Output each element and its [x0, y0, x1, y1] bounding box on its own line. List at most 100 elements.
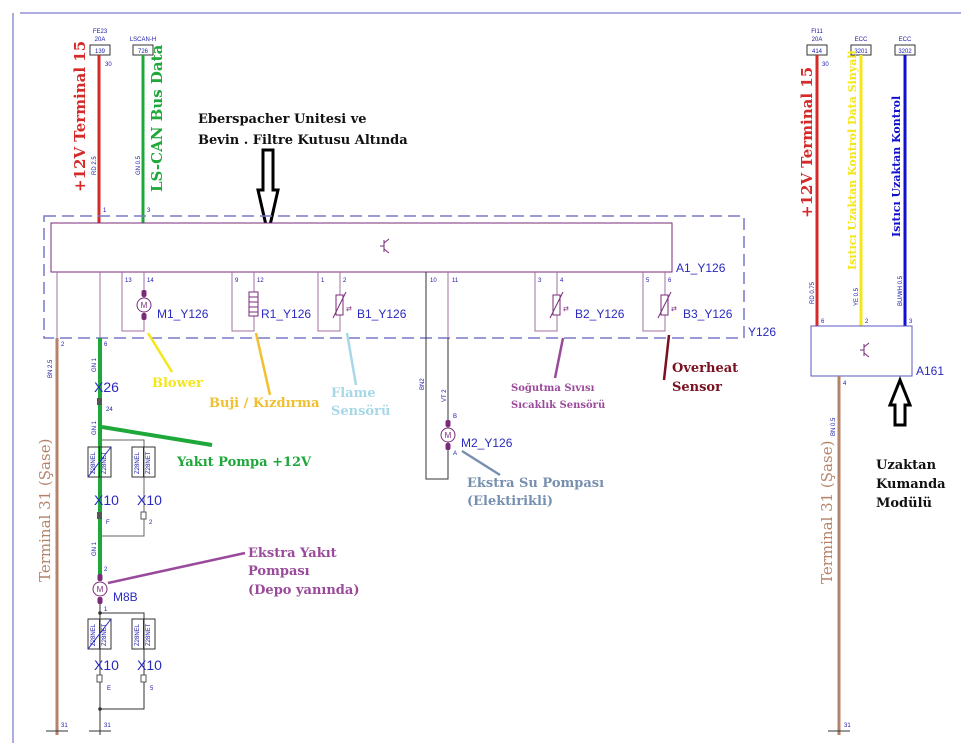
label-extra-fuel-2: Pompası — [248, 564, 310, 579]
component-r1-glowplug: 9 12 R1_Y126 — [231, 272, 311, 332]
pin-label: 6 — [104, 342, 108, 348]
fuse-number: 3202 — [898, 49, 912, 55]
label-buji: Buji / Kızdırma — [209, 396, 320, 411]
wire-code: BN 2.5 — [48, 359, 54, 378]
leader-buji — [254, 332, 272, 396]
fuse-number: 726 — [138, 49, 149, 55]
pin-label: 1 — [321, 278, 325, 284]
wire-code: GN 1 — [92, 541, 98, 556]
label-overheat-1: Overheat — [672, 361, 738, 376]
pin-label: F — [106, 520, 110, 526]
transistor-icon — [380, 238, 390, 254]
wire-code-green: GN 0.5 — [136, 155, 142, 175]
pin-label: E — [107, 686, 111, 692]
wire-code: BN2 — [420, 378, 426, 390]
label-blower: Blower — [152, 376, 203, 391]
label-remote-data-signal: Isıtıcı Uzaktan Kontrol Data Sinyali — [846, 50, 859, 270]
wire-code: YE 0.5 — [854, 287, 860, 306]
label-12v-terminal15-right: +12V Terminal 15 — [798, 67, 816, 218]
connector-x10: X10 — [137, 492, 162, 508]
component-id: R1_Y126 — [261, 307, 311, 321]
label-coolant-2: Sıcaklık Sensörü — [511, 400, 605, 411]
leader-overheat — [662, 334, 671, 381]
group-label-y126: Y126 — [748, 325, 776, 339]
label-remote-control: Isıtıcı Uzaktan Kontrol — [890, 96, 903, 237]
connector-x10: X10 — [94, 657, 119, 673]
svg-text:M: M — [141, 301, 148, 310]
fuse-name: ECC — [855, 37, 868, 43]
connector-x10-lower: Z28NEL Z28NET Z28NEL Z28NET X10 X10 E 5 … — [87, 604, 162, 735]
fuse-name: ECC — [899, 37, 912, 43]
connector-code: Z28NEL — [135, 451, 141, 474]
pin-label: 2 — [104, 567, 108, 573]
label-coolant-1: Soğutma Sıvısı — [511, 383, 595, 394]
connector-code: Z28NEL — [91, 451, 97, 474]
label-remote-1: Uzaktan — [876, 458, 937, 473]
component-b1-flame-sensor: 1 2 ⇄ B1_Y126 — [317, 272, 407, 332]
wire-code: RD 0.75 — [810, 281, 816, 304]
resistor-icon — [248, 291, 259, 317]
label-water-pump-2: (Elektirikli) — [467, 494, 553, 509]
transistor-icon — [860, 342, 870, 358]
fuse-name: FI11 — [811, 29, 823, 35]
label-extra-fuel-1: Ekstra Yakıt — [248, 546, 337, 561]
label-remote-3: Modülü — [876, 496, 932, 511]
fuse-number: 414 — [812, 49, 823, 55]
connector-code: Z28NEL — [91, 623, 97, 646]
pin-label: 12 — [257, 278, 264, 284]
module-a161 — [810, 325, 913, 377]
svg-text:M: M — [445, 431, 452, 440]
component-m1-blower: 13 14 M M1_Y126 — [121, 272, 209, 332]
connector-code: Z28NEL — [135, 623, 141, 646]
connector-x10: X10 — [137, 657, 162, 673]
leader-coolant — [553, 337, 565, 379]
connector-x26: X26 — [94, 379, 119, 395]
motor-icon — [92, 581, 108, 597]
pin-label: 1 — [104, 607, 108, 613]
pin-label: 14 — [147, 278, 154, 284]
component-id: M1_Y126 — [157, 307, 209, 321]
fuse-name: FE23 — [93, 29, 108, 35]
fuse-rating: 20A — [812, 37, 823, 43]
connector-code: Z28NET — [146, 451, 152, 474]
label-terminal31-right: Terminal 31 (Şase) — [818, 441, 836, 584]
pin-label: 3 — [538, 278, 542, 284]
component-id: M8B — [113, 590, 138, 604]
component-id: B3_Y126 — [683, 307, 733, 321]
fuse-number: 3201 — [854, 49, 868, 55]
unit-title-line2: Bevin . Filtre Kutusu Altında — [198, 133, 408, 148]
connector-code: Z28NET — [146, 623, 152, 646]
connector-code: Z28NET — [102, 623, 108, 646]
pin-label: 5 — [150, 686, 154, 692]
arrow-up-icon — [887, 375, 913, 427]
svg-text:⇄: ⇄ — [346, 305, 352, 313]
pin-label: 10 — [430, 278, 437, 284]
svg-text:⇄: ⇄ — [671, 305, 677, 313]
pin-label: 3 — [909, 319, 913, 325]
pin-label: 31 — [104, 723, 111, 729]
connector-code: Z28NET — [102, 451, 108, 474]
wire-code: BU/WH 0.5 — [898, 275, 904, 306]
pin-label: 31 — [61, 723, 68, 729]
leader-blower — [146, 332, 174, 373]
label-fuel-pump: Yakıt Pompa +12V — [176, 455, 312, 470]
pin-label: 11 — [452, 278, 459, 284]
wire-code: BN 0.5 — [831, 417, 837, 436]
fuse-fe23: FE23 20A 139 30 — [89, 29, 112, 68]
motor-icon — [440, 427, 456, 443]
fuse-pin: 30 — [105, 62, 112, 68]
pin-label: 5 — [646, 278, 650, 284]
pin-label: B — [453, 414, 457, 420]
component-id: B2_Y126 — [575, 307, 625, 321]
pin-label: 2 — [865, 319, 869, 325]
unit-id-a1: A1_Y126 — [676, 261, 726, 275]
component-m2-water-pump: 10 11 BN2 VT 2 B M A M2_Y126 — [420, 272, 513, 480]
pin-label: 2 — [149, 520, 153, 526]
label-flame-2: Sensörü — [331, 404, 390, 419]
pin-label: 4 — [560, 278, 564, 284]
connector-x10-upper: Z28NEL Z28NET Z28NEL Z28NET X10 X10 F 2 — [87, 439, 162, 537]
label-overheat-2: Sensor — [672, 380, 722, 395]
component-b3-overheat-sensor: 5 6 ⇄ B3_Y126 — [642, 272, 733, 332]
label-flame-1: Flame — [331, 386, 376, 401]
